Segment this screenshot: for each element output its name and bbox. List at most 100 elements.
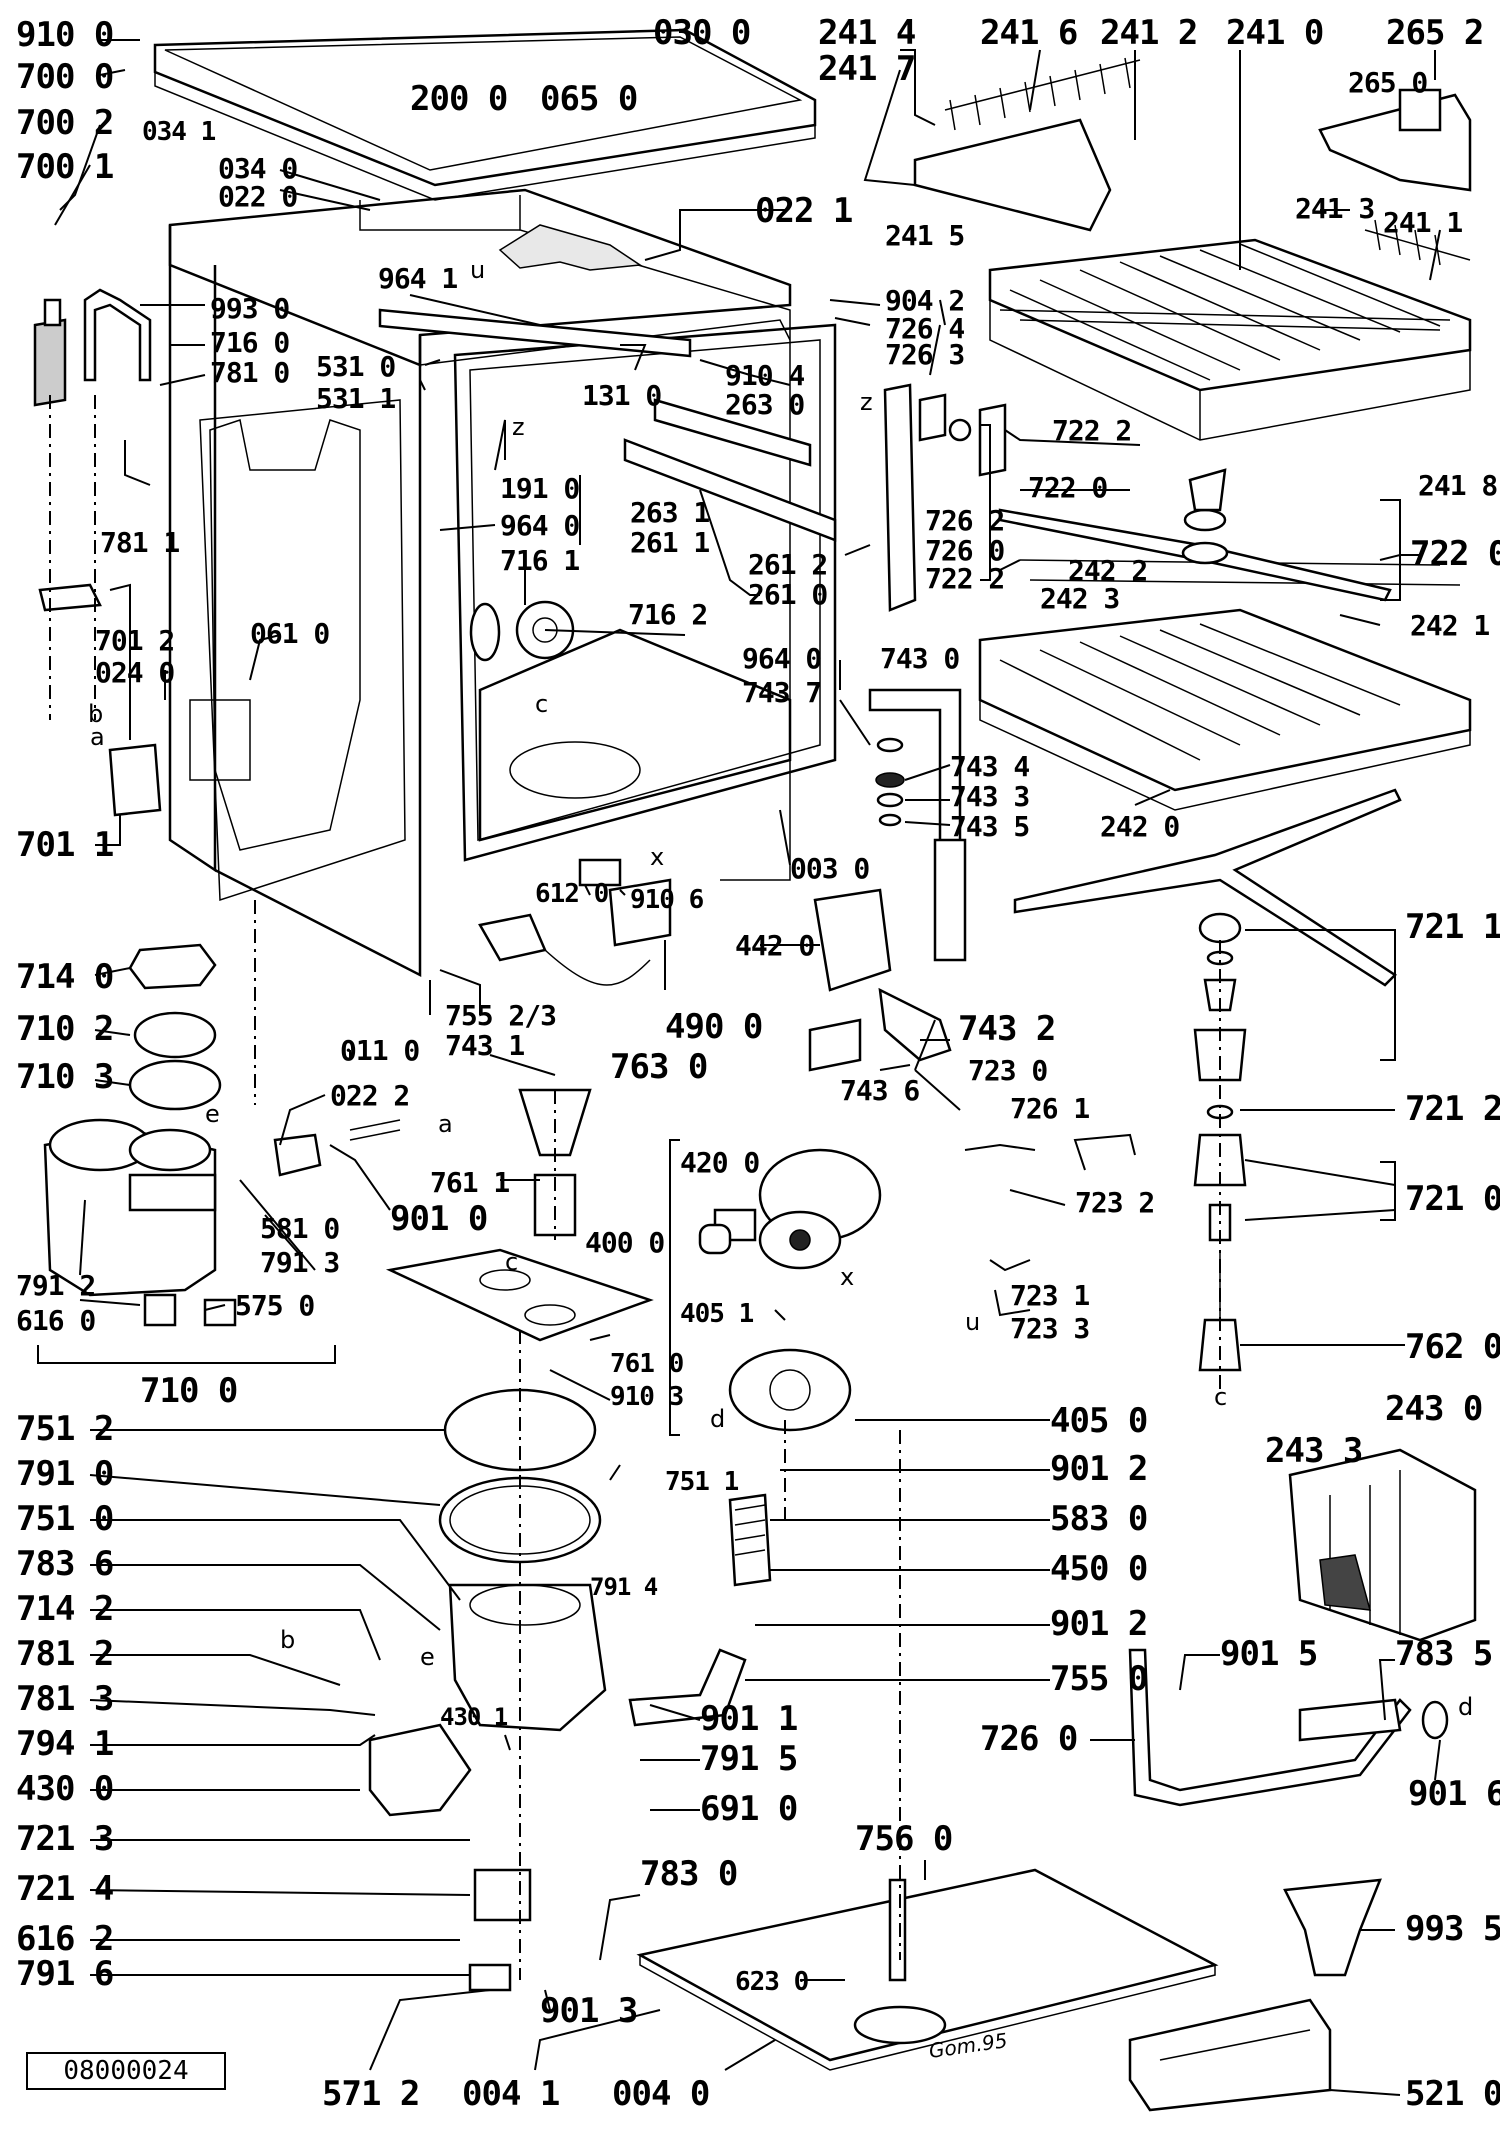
callout-022-0: 022 0 (218, 180, 297, 213)
callout-242-1: 242 1 (1410, 609, 1489, 642)
callout-901-6: 901 6 (1408, 1774, 1500, 1814)
callout-726-2: 726 2 (925, 504, 1004, 537)
callout-450-0: 450 0 (1050, 1549, 1147, 1589)
callout-490-0: 490 0 (665, 1007, 762, 1047)
callout-405-1: 405 1 (680, 1299, 754, 1329)
callout-901-0: 901 0 (390, 1199, 487, 1239)
heater-element (728, 1493, 772, 1587)
callout-964-0-a: 964 0 (500, 509, 579, 542)
aquastop-hose (83, 288, 152, 382)
callout-726-1: 726 1 (1010, 1092, 1089, 1125)
callout-726-4: 726 4 (885, 312, 964, 345)
circulation-pump (713, 1148, 882, 1432)
callout-261-0: 261 0 (748, 578, 827, 611)
callout-241-6: 241 6 (980, 13, 1077, 53)
callout-751-2: 751 2 (16, 1409, 113, 1449)
callout-430-0: 430 0 (16, 1769, 113, 1809)
callout-034-1: 034 1 (142, 117, 216, 147)
callout-716-0: 716 0 (210, 326, 289, 359)
letter-a-2: a (438, 1110, 453, 1138)
assembly-axes (49, 395, 1221, 1980)
callout-722-0-b: 722 0 (1410, 534, 1500, 574)
letter-e: e (205, 1100, 220, 1128)
callout-242-3: 242 3 (1040, 582, 1119, 615)
callout-261-2: 261 2 (748, 548, 827, 581)
letter-e-2: e (420, 1643, 435, 1671)
callout-743-1: 743 1 (445, 1029, 524, 1062)
callout-723-3: 723 3 (1010, 1312, 1089, 1345)
callout-241-5: 241 5 (885, 219, 964, 252)
callout-721-1: 721 1 (1405, 907, 1500, 947)
callout-781-1: 781 1 (100, 526, 179, 559)
callout-791-4: 791 4 (590, 1573, 658, 1601)
callout-241-4: 241 4 (818, 13, 915, 53)
callout-761-0: 761 0 (610, 1349, 684, 1379)
callout-751-0: 751 0 (16, 1499, 113, 1539)
callout-405-0: 405 0 (1050, 1401, 1147, 1441)
callout-263-1: 263 1 (630, 496, 709, 529)
drain-pump (368, 1723, 472, 1817)
callout-910-4: 910 4 (725, 359, 804, 392)
callout-726-3: 726 3 (885, 338, 964, 371)
callout-714-0: 714 0 (16, 957, 113, 997)
document-number: 08000024 (26, 2052, 226, 2090)
callout-003-0: 003 0 (790, 852, 869, 885)
letter-b: b (88, 700, 103, 728)
control-panel (1128, 1998, 1332, 2112)
callout-521-0: 521 0 (1405, 2074, 1500, 2114)
cup-rack (913, 118, 1112, 232)
callout-243-3: 243 3 (1265, 1431, 1362, 1471)
callout-442-0: 442 0 (735, 929, 814, 962)
callout-034-0: 034 0 (218, 152, 297, 185)
callout-583-0: 583 0 (1050, 1499, 1147, 1539)
callout-743-7: 743 7 (742, 676, 821, 709)
callout-710-0: 710 0 (140, 1371, 237, 1411)
callout-901-5: 901 5 (1220, 1634, 1317, 1674)
letter-c: c (535, 690, 548, 718)
callout-791-0: 791 0 (16, 1454, 113, 1494)
sump-gasket (438, 1476, 602, 1564)
callout-794-1: 794 1 (16, 1724, 113, 1764)
callout-241-0: 241 0 (1226, 13, 1323, 53)
letter-d: d (710, 1405, 725, 1433)
letter-d-2: d (1458, 1693, 1473, 1721)
callout-721-3: 721 3 (16, 1819, 113, 1859)
callout-723-2: 723 2 (1075, 1186, 1154, 1219)
callout-265-0: 265 0 (1348, 66, 1427, 99)
letter-u: u (470, 256, 485, 284)
callout-710-2: 710 2 (16, 1009, 113, 1049)
callout-743-4: 743 4 (950, 750, 1029, 783)
callout-723-0: 723 0 (968, 1054, 1047, 1087)
spray-hub-stack (1193, 912, 1247, 1372)
lower-spray-arm (1013, 788, 1402, 987)
callout-755-2-3: 755 2/3 (445, 999, 556, 1032)
flex-hose-743-2 (878, 987, 952, 1062)
callout-743-6: 743 6 (840, 1074, 919, 1107)
callout-030-0: 030 0 (653, 13, 750, 53)
callout-716-1: 716 1 (500, 544, 579, 577)
callout-993-0: 993 0 (210, 292, 289, 325)
salt-funnel (1283, 1878, 1382, 1977)
sump-housing (448, 1583, 607, 1732)
callout-571-2: 571 2 (322, 2074, 419, 2114)
callout-616-0: 616 0 (16, 1304, 95, 1337)
callout-241-2: 241 2 (1100, 13, 1197, 53)
callout-242-0: 242 0 (1100, 810, 1179, 843)
callout-716-2: 716 2 (628, 598, 707, 631)
callout-964-1: 964 1 (378, 262, 457, 295)
callout-722-2-b: 722 2 (925, 562, 1004, 595)
callout-612-0: 612 0 (535, 879, 609, 909)
callout-743-3: 743 3 (950, 780, 1029, 813)
callout-061-0: 061 0 (250, 617, 329, 650)
callout-710-3: 710 3 (16, 1057, 113, 1097)
group-braces (37, 424, 1401, 1436)
clip-701-1 (108, 743, 162, 817)
hinge-arm (883, 383, 917, 612)
callout-721-4: 721 4 (16, 1869, 113, 1909)
callout-011-0: 011 0 (340, 1034, 419, 1067)
callout-263-0: 263 0 (725, 388, 804, 421)
part-drawings (33, 28, 1477, 2112)
salt-cap (128, 943, 217, 990)
callout-781-2: 781 2 (16, 1634, 113, 1674)
